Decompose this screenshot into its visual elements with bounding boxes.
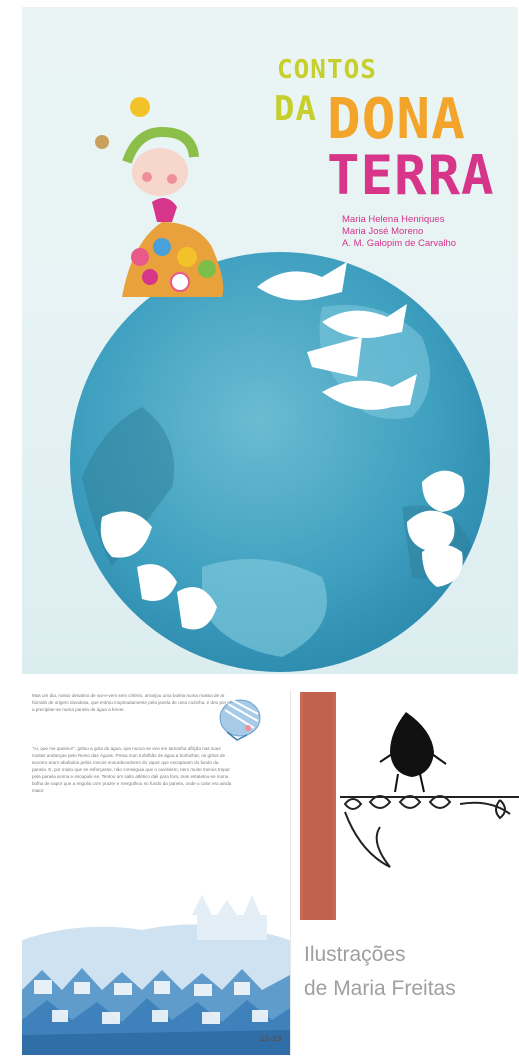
- village-scene: [22, 895, 290, 1055]
- credit-line-1: Ilustrações: [304, 943, 406, 966]
- illustrations-credit: Ilustrações de Maria Freitas: [304, 938, 519, 1006]
- page-paragraph-2: "Ai, que me queimo!", gritou a gota de á…: [32, 746, 232, 793]
- interior-page: Mas um dia, nosso desatino de vai-e-vem …: [22, 690, 291, 1055]
- author-2: Maria José Moreno: [342, 226, 424, 237]
- cover-illustration: [70, 97, 490, 672]
- ink-drop-figure: [390, 712, 434, 777]
- page-illustration: [22, 699, 290, 1055]
- author-3: A. M. Galopim de Carvalho: [342, 238, 457, 249]
- page-number: 22-23: [259, 1035, 282, 1043]
- book-cover: CONTOS DA DONA TERRA Maria Helena Henriq…: [22, 7, 518, 674]
- page-paragraph-1: Mas um dia, nosso desatino de vai-e-vem …: [32, 693, 231, 712]
- author-1: Maria Helena Henriques: [342, 214, 445, 225]
- water-drop-character: [219, 699, 261, 741]
- title-contos: CONTOS: [277, 55, 377, 85]
- dona-terra-figure: [95, 97, 224, 297]
- credit-line-2: de Maria Freitas: [304, 977, 456, 1000]
- title-terra: TERRA: [327, 144, 495, 207]
- wrought-iron-railing: [343, 795, 511, 868]
- bird-shapes: [100, 470, 465, 630]
- drop-on-balcony-illustration: [300, 692, 519, 920]
- illustration-sample: [300, 692, 519, 920]
- title-da: DA: [274, 89, 317, 129]
- fish-shapes: [257, 262, 417, 410]
- title-dona: DONA: [327, 87, 466, 152]
